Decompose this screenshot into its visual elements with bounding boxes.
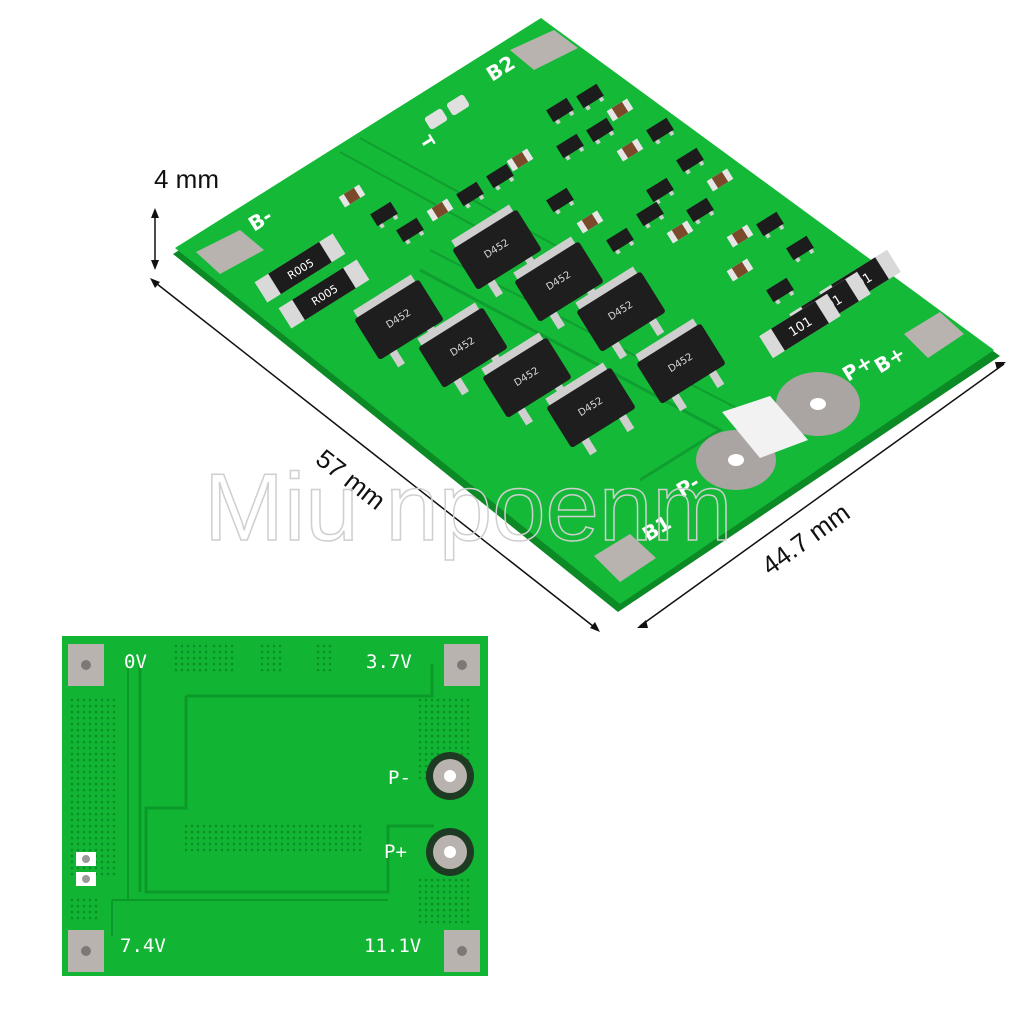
smd-part <box>506 148 534 172</box>
smd-part <box>766 277 795 305</box>
label-0v: 0V <box>124 651 147 673</box>
smd-part <box>556 133 585 161</box>
smd-part <box>726 258 754 282</box>
smd-part <box>396 217 425 245</box>
pad-0v <box>68 644 104 686</box>
smd-part <box>576 83 605 111</box>
smd-part <box>706 168 734 192</box>
pad-3v7 <box>444 644 480 686</box>
watermark: Miu npoenm <box>204 454 732 561</box>
power-resistors: 101 101 101 <box>759 249 901 359</box>
smd-part <box>666 220 694 244</box>
pad-p-plus <box>776 372 860 436</box>
smd-part <box>636 201 665 229</box>
width-label: 44.7 mm <box>756 497 855 581</box>
smd-part <box>546 187 575 215</box>
pad-b-minus <box>196 230 264 274</box>
mosfet: D452 <box>481 332 571 426</box>
label-p-plus-bottom: P+ <box>384 841 407 863</box>
smd-part <box>456 181 485 209</box>
smd-part <box>576 210 604 234</box>
smd-part <box>426 198 454 222</box>
smd-part <box>606 227 635 255</box>
label-p-minus-bottom: P- <box>388 767 411 789</box>
smd-part <box>486 163 515 191</box>
mosfet: D452 <box>635 318 725 412</box>
label-3v7: 3.7V <box>366 651 412 673</box>
pad-7v4 <box>68 930 104 972</box>
label-7v4: 7.4V <box>120 935 166 957</box>
smd-part <box>756 211 785 239</box>
pad-b1 <box>594 534 656 582</box>
bottom-pcb: 0V 3.7V 7.4V 11.1V P- P+ <box>62 636 488 976</box>
shunt-resistors: R005 R005 <box>254 233 370 329</box>
smd-part <box>686 197 715 225</box>
smd-part <box>370 201 399 229</box>
smd-part <box>646 117 675 145</box>
pad-b2 <box>510 30 578 70</box>
mosfet: D452 <box>545 362 635 456</box>
smd-part <box>338 184 366 208</box>
smd-part <box>616 138 644 162</box>
smd-part <box>546 97 575 125</box>
smd-part <box>676 147 705 175</box>
mosfet: D452 <box>417 302 507 396</box>
mosfet: D452 <box>575 266 665 360</box>
smd-part <box>726 224 754 248</box>
smd-part <box>606 98 634 122</box>
pad-11v1 <box>444 930 480 972</box>
smd-part <box>786 235 815 263</box>
smd-part <box>586 117 615 145</box>
top-pcb: R005 R005 101 101 101 <box>173 18 1000 612</box>
smd-components <box>338 83 815 305</box>
bottom-pcb-surface <box>62 636 488 976</box>
pad-p-plus-bottom <box>426 828 474 876</box>
thickness-label: 4 mm <box>154 164 219 194</box>
label-11v1: 11.1V <box>364 935 421 957</box>
mosfet: D452 <box>513 236 603 330</box>
pad-p-minus-bottom <box>426 752 474 800</box>
pad-b-plus <box>904 312 964 358</box>
